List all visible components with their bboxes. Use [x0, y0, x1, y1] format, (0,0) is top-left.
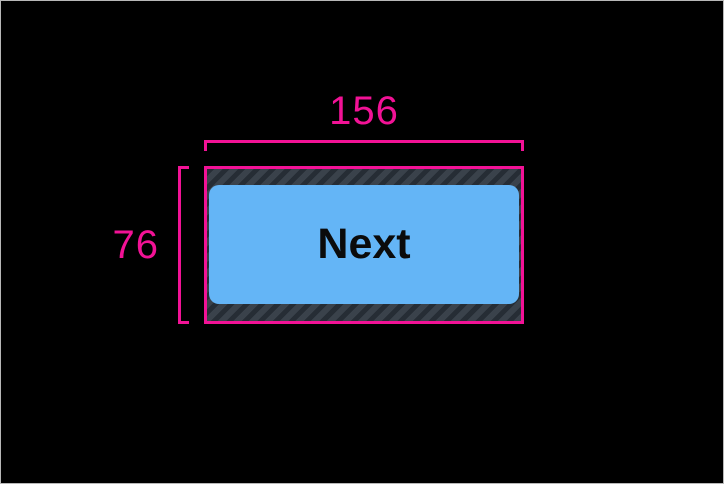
touch-target-bounds: Next: [204, 166, 524, 324]
height-measure-bracket: [178, 166, 189, 324]
height-dimension-label: 76: [112, 223, 159, 267]
width-dimension-label: 156: [329, 89, 399, 133]
next-button[interactable]: Next: [209, 185, 519, 304]
width-measure-bracket: [204, 140, 524, 151]
